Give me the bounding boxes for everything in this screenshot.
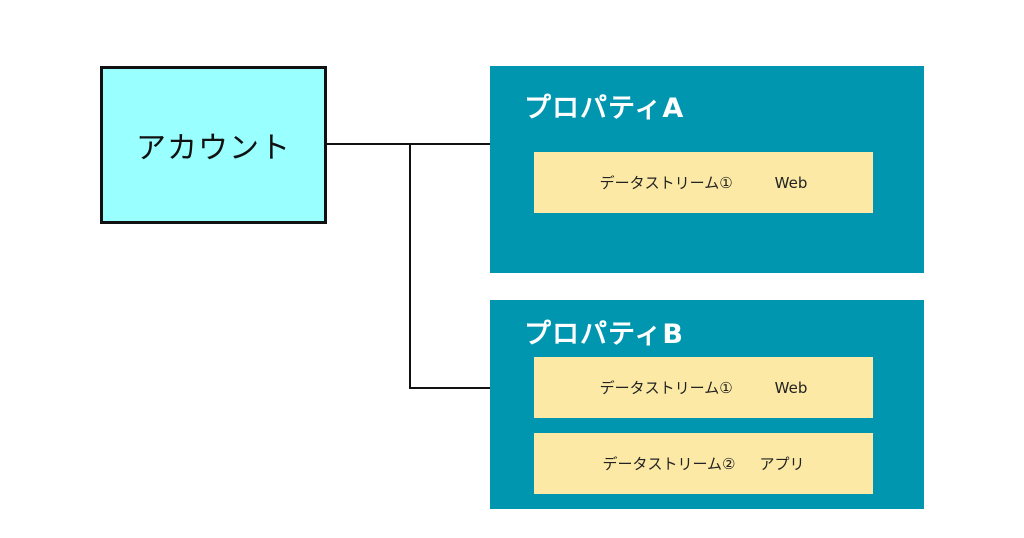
property-b-stream-2: データストリーム② アプリ [534,433,873,494]
account-label: アカウント [136,131,291,166]
connector-trunk-to-property-a [409,143,490,145]
property-b-stream-1: データストリーム① Web [534,357,873,418]
property-a-stream-1: データストリーム① Web [534,152,873,213]
stream-type: Web [774,173,808,192]
connector-trunk-vertical [409,143,411,389]
property-b-title: プロパティB [524,319,684,350]
connector-trunk-to-property-b [409,387,490,389]
stream-name: データストリーム② [602,455,736,473]
stream-name: データストリーム① [599,379,733,397]
connector-account-to-trunk [327,143,411,145]
stream-type: アプリ [759,455,805,473]
property-a-title: プロパティA [524,93,685,124]
account-node: アカウント [100,66,327,224]
property-a: プロパティA データストリーム① Web [490,66,924,273]
property-b: プロパティB データストリーム① Web データストリーム② アプリ [490,300,924,509]
stream-type: Web [774,378,808,397]
stream-name: データストリーム① [599,174,733,192]
